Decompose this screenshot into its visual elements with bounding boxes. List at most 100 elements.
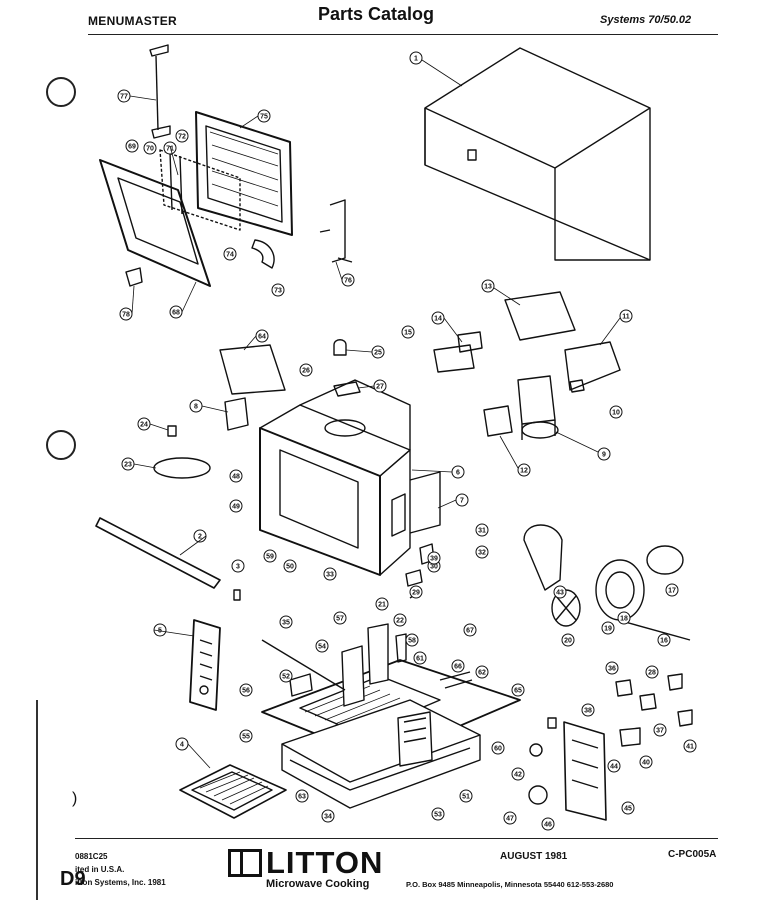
callout-34 xyxy=(321,809,335,823)
callout-label-19: 19 xyxy=(604,626,612,633)
callout-59 xyxy=(263,549,277,563)
callout-label-76: 76 xyxy=(344,278,352,285)
callout-label-6: 6 xyxy=(456,470,460,477)
callout-label-53: 53 xyxy=(434,812,442,819)
callout-label-32: 32 xyxy=(478,550,486,557)
callout-label-64: 64 xyxy=(258,334,266,341)
callout-29 xyxy=(409,585,423,599)
callout-21 xyxy=(375,597,389,611)
part-small-nut xyxy=(547,717,557,729)
callout-label-70: 70 xyxy=(146,146,154,153)
callout-63 xyxy=(295,789,309,803)
callout-42 xyxy=(511,767,525,781)
callout-label-72: 72 xyxy=(178,134,186,141)
part-air-filter xyxy=(179,764,287,819)
part-mode-stirrer-cover xyxy=(219,344,286,395)
callout-label-62: 62 xyxy=(478,670,486,677)
callout-32 xyxy=(475,545,489,559)
callout-label-78: 78 xyxy=(122,312,130,319)
part-stirrer-blade xyxy=(153,457,211,479)
part-blower-wheel xyxy=(595,559,645,621)
callout-45 xyxy=(621,801,635,815)
part-latch-bracket xyxy=(319,199,353,263)
callout-label-15: 15 xyxy=(404,330,412,337)
callout-58 xyxy=(405,633,419,647)
part-switch-1 xyxy=(615,679,633,697)
footer-rule xyxy=(75,838,718,839)
copyright: itton Systems, Inc. 1981 xyxy=(75,878,166,887)
callout-label-3: 3 xyxy=(236,564,240,571)
callout-1 xyxy=(409,51,423,65)
part-switch-2 xyxy=(639,693,657,711)
callout-label-41: 41 xyxy=(686,744,694,751)
callout-label-45: 45 xyxy=(624,806,632,813)
litton-logo: LITTON xyxy=(228,845,383,881)
callout-18 xyxy=(617,611,631,625)
callout-56 xyxy=(239,683,253,697)
callout-label-46: 46 xyxy=(544,822,552,829)
callout-label-56: 56 xyxy=(242,688,250,695)
callout-39 xyxy=(427,551,441,565)
callout-label-5: 5 xyxy=(158,628,162,635)
callout-label-49: 49 xyxy=(232,504,240,511)
callout-11 xyxy=(619,309,633,323)
callout-label-16: 16 xyxy=(660,638,668,645)
callout-label-48: 48 xyxy=(232,474,240,481)
part-door-hook xyxy=(125,267,143,287)
part-outer-cabinet xyxy=(424,47,651,261)
callout-label-55: 55 xyxy=(242,734,250,741)
part-trim-clip xyxy=(233,589,241,601)
part-knob xyxy=(529,743,543,757)
callout-label-25: 25 xyxy=(374,350,382,357)
callout-53 xyxy=(431,807,445,821)
callout-label-50: 50 xyxy=(286,564,294,571)
callout-35 xyxy=(279,615,293,629)
callout-label-38: 38 xyxy=(584,708,592,715)
part-lamp xyxy=(528,785,548,805)
callout-label-10: 10 xyxy=(612,410,620,417)
callout-10 xyxy=(609,405,623,419)
part-fuse xyxy=(395,633,407,663)
part-magnetron-tube xyxy=(367,623,389,685)
callout-label-31: 31 xyxy=(478,528,486,535)
part-clip xyxy=(569,379,585,393)
page-title: Parts Catalog xyxy=(318,4,435,24)
part-bracket-small xyxy=(457,331,483,353)
callout-label-33: 33 xyxy=(326,572,334,579)
part-blower-motor xyxy=(646,545,684,575)
part-control-panel xyxy=(189,619,221,711)
part-terminal-board xyxy=(289,673,313,697)
callout-47 xyxy=(503,811,517,825)
callout-33 xyxy=(323,567,337,581)
part-door-frame xyxy=(99,159,211,287)
logo-tagline: Microwave Cooking xyxy=(266,878,370,890)
brand-name: MENUMASTER xyxy=(88,14,177,28)
callout-label-54: 54 xyxy=(318,644,326,651)
page-id: D9 xyxy=(60,868,86,890)
callout-label-61: 61 xyxy=(416,656,424,663)
callout-20 xyxy=(561,633,575,647)
callout-label-36: 36 xyxy=(608,666,616,673)
callout-65 xyxy=(511,683,525,697)
callout-label-43: 43 xyxy=(556,590,564,597)
callout-44 xyxy=(607,759,621,773)
callout-51 xyxy=(459,789,473,803)
callout-label-60: 60 xyxy=(494,746,502,753)
callout-label-34: 34 xyxy=(324,814,332,821)
callout-43 xyxy=(553,585,567,599)
litton-logo-text: LITTON xyxy=(266,845,384,880)
callout-60 xyxy=(491,741,505,755)
callout-label-44: 44 xyxy=(610,764,618,771)
callout-label-22: 22 xyxy=(396,618,404,625)
callout-label-73: 73 xyxy=(274,288,282,295)
callout-label-28: 28 xyxy=(648,670,656,677)
callout-label-1: 1 xyxy=(414,56,418,63)
part-side-bracket xyxy=(564,341,621,391)
part-motor-bracket xyxy=(333,381,361,397)
part-waveguide xyxy=(409,471,441,534)
callout-label-8: 8 xyxy=(194,404,198,411)
part-motor-shaft xyxy=(617,619,691,641)
callout-38 xyxy=(581,703,595,717)
callout-label-65: 65 xyxy=(514,688,522,695)
